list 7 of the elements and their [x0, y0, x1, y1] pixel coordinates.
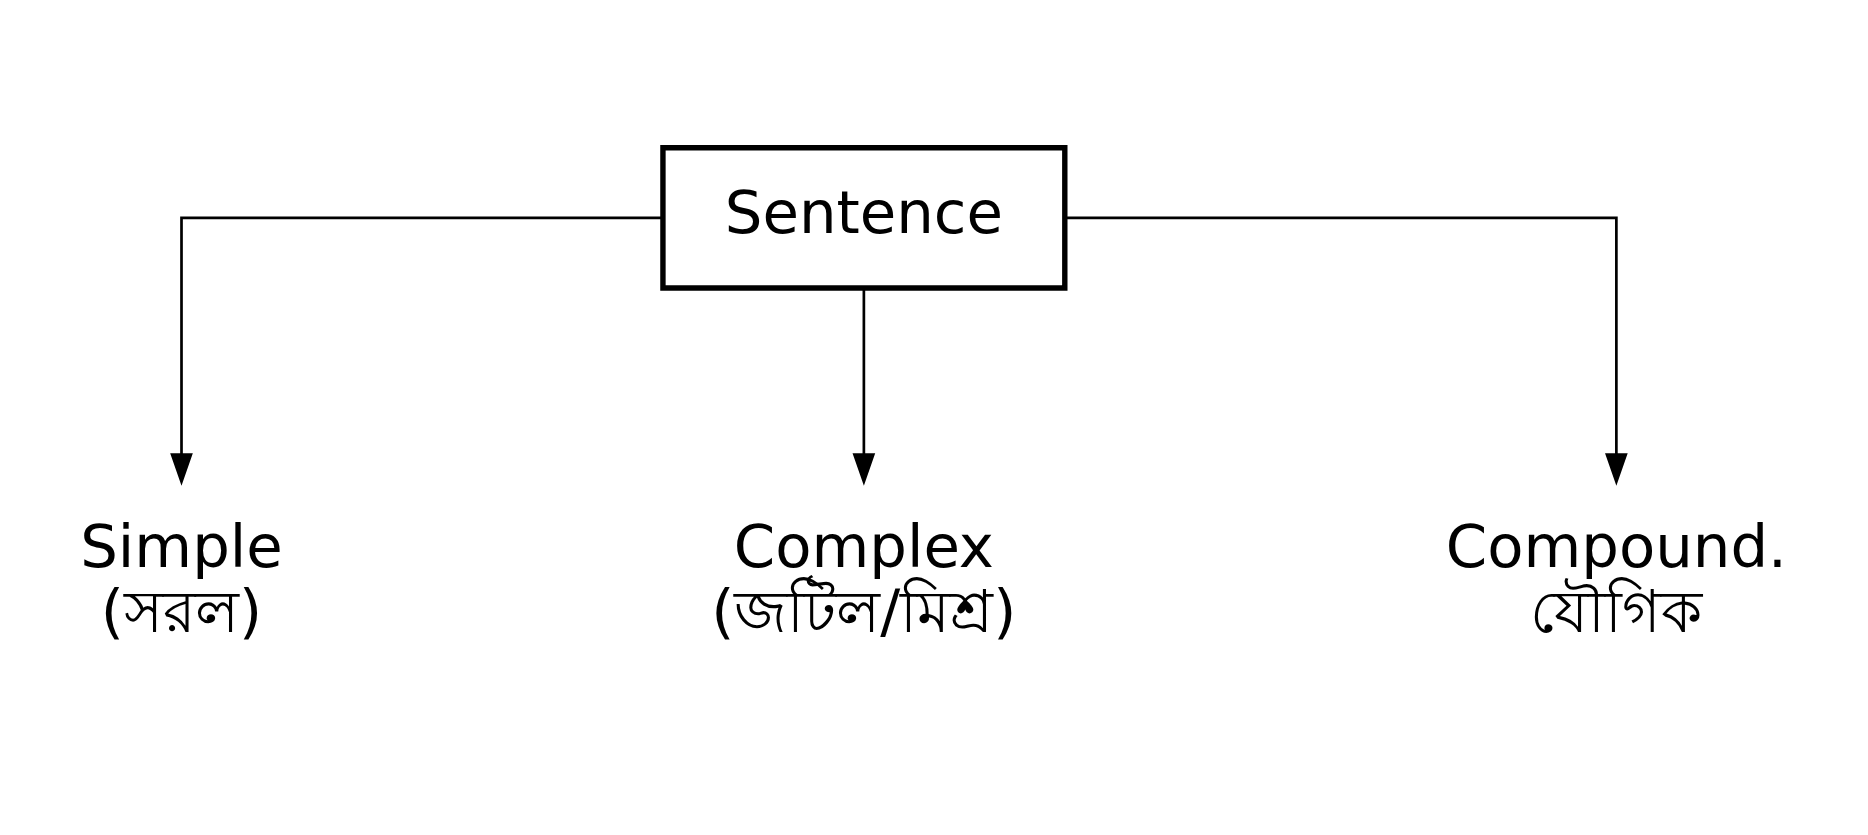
- node-text: Simple (সরল): [80, 512, 283, 647]
- arrow: [1065, 216, 1628, 486]
- arrow: [852, 288, 876, 486]
- node-text: Compound. যৌগিক: [1445, 512, 1787, 647]
- node-box: Sentence: [660, 145, 1068, 291]
- arrow: [170, 216, 663, 486]
- node-text: Complex (জটিল/মিশ্র): [711, 512, 1017, 647]
